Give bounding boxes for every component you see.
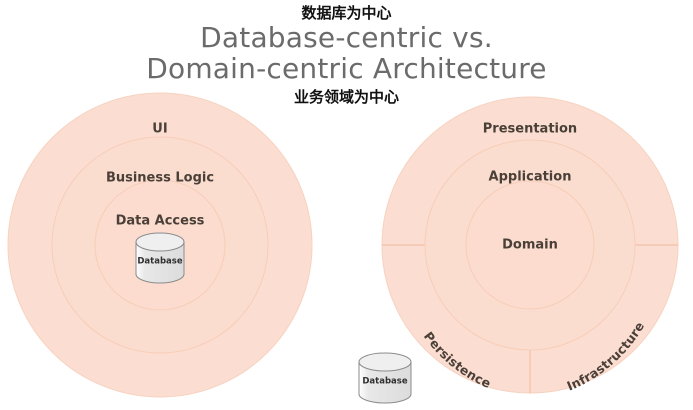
- db-body-bottom: [358, 361, 412, 404]
- db-top-bottom: [358, 352, 412, 372]
- database-cylinder-bottom[interactable]: Database: [358, 352, 412, 404]
- db-body-left: [135, 241, 185, 284]
- db-top-left: [135, 232, 185, 252]
- db-label-left: Database: [137, 257, 182, 267]
- ring-label-application: Application: [489, 170, 572, 185]
- ring-label-presentation: Presentation: [483, 122, 577, 137]
- database-cylinder-left[interactable]: Database: [135, 232, 185, 284]
- ring-domain[interactable]: [465, 180, 595, 310]
- ring-label-domain: Domain: [502, 238, 558, 253]
- ring-label-business-logic: Business Logic: [106, 171, 214, 186]
- db-label-bottom: Database: [362, 377, 407, 387]
- annotation-database-centric: 数据库为中心: [301, 4, 392, 22]
- ring-label-data-access: Data Access: [116, 214, 205, 229]
- right-architecture-group: Presentation Application Domain Persiste…: [381, 96, 679, 394]
- annotation-domain-centric: 业务领域为中心: [293, 88, 399, 106]
- left-architecture-group: UI Business Logic Data Access Database: [7, 92, 313, 398]
- page-title: Database-centric vs. Domain-centric Arch…: [146, 21, 547, 85]
- ring-label-ui: UI: [152, 122, 167, 137]
